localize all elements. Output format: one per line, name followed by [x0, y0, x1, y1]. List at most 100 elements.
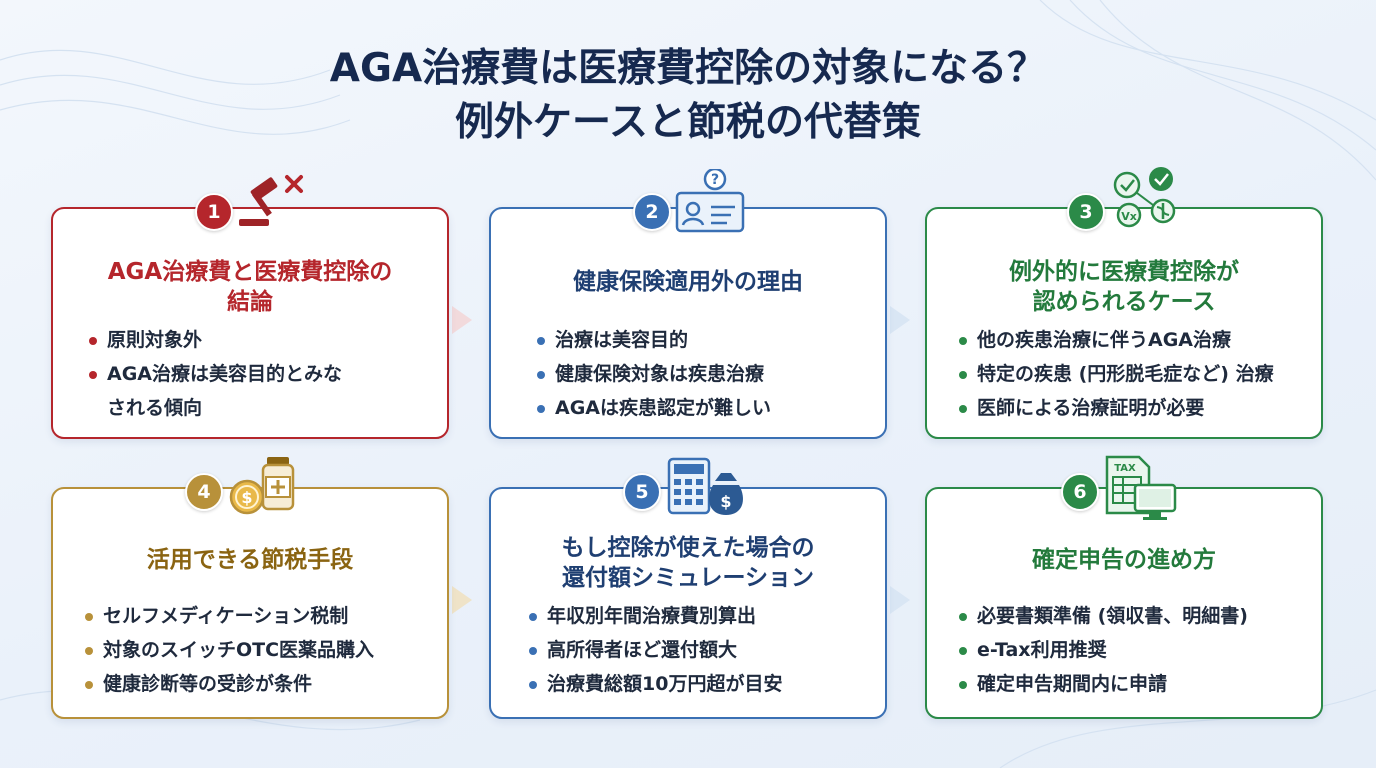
- bullet-dot: [959, 681, 967, 689]
- bullet-dot: [529, 613, 537, 621]
- bullet-list: 原則対象外 AGA治療は美容目的とみな される傾向: [85, 323, 342, 425]
- bullet-text: 他の疾患治療に伴うAGA治療: [977, 329, 1232, 351]
- bullet-dot: [959, 337, 967, 345]
- bullet-dot: [537, 337, 545, 345]
- flow-arrow-1-2: [452, 306, 472, 334]
- bullet-text: 原則対象外: [107, 329, 203, 351]
- bullet-dot: [529, 681, 537, 689]
- card-tax-return-steps: 6 TAX 確定申告の進め方 必要書類準備 (領収書、明細書) e-Tax利用推…: [925, 455, 1323, 719]
- list-item: AGAは疾患認定が難しい: [533, 391, 771, 425]
- bullet-dot: [959, 647, 967, 655]
- dollar-sign: $: [720, 492, 731, 511]
- bullet-dot: [529, 647, 537, 655]
- list-item: 特定の疾患 (円形脱毛症など) 治療: [955, 357, 1274, 391]
- bullet-dot: [89, 337, 97, 345]
- list-item: 原則対象外: [85, 323, 342, 357]
- bullet-dot: [89, 371, 97, 379]
- bullet-text: AGA治療は美容目的とみな: [107, 363, 343, 385]
- bullet-text: 年収別年間治療費別算出: [547, 605, 757, 627]
- card-title: 例外的に医療費控除が 認められるケース: [927, 257, 1321, 317]
- bullet-list: 必要書類準備 (領収書、明細書) e-Tax利用推奨 確定申告期間内に申請: [955, 599, 1248, 701]
- bullet-list: 年収別年間治療費別算出 高所得者ほど還付額大 治療費総額10万円超が目安: [525, 599, 782, 701]
- list-item: される傾向: [85, 391, 342, 425]
- gavel-cross-icon: [239, 175, 303, 226]
- step-number-badge: 1: [195, 193, 233, 231]
- step-number-badge: 5: [623, 473, 661, 511]
- card-tax-saving-means: 4 $ 活用できる節税手段 セルフメディケーション税制 対象のスイッチOTC医薬…: [51, 457, 449, 719]
- card-insurance-reason: 2 ? 健康保険適用外の理由 治療は美容目的 健康保険対象は疾患治療 AGAは疾…: [489, 169, 887, 439]
- bullet-text: 治療は美容目的: [555, 329, 689, 351]
- list-item: 医師による治療証明が必要: [955, 391, 1274, 425]
- list-item: 治療は美容目的: [533, 323, 771, 357]
- tax-document-computer-icon: TAX: [1105, 455, 1177, 520]
- bullet-text: 健康保険対象は疾患治療: [555, 363, 765, 385]
- card-title-line: 確定申告の進め方: [1032, 547, 1216, 573]
- list-item: セルフメディケーション税制: [81, 599, 374, 633]
- card-title: AGA治療費と医療費控除の 結論: [53, 257, 447, 317]
- title-line-1: AGA治療費は医療費控除の対象になる？: [329, 46, 1047, 91]
- bullet-text: 治療費総額10万円超が目安: [547, 673, 783, 695]
- bullet-text: セルフメディケーション税制: [103, 605, 349, 627]
- vx-label: Vx: [1121, 210, 1137, 223]
- card-title-line: 認められるケース: [1032, 289, 1216, 315]
- step-number-badge: 6: [1061, 473, 1099, 511]
- title-line-2: 例外ケースと節税の代替策: [454, 100, 922, 145]
- list-item: 対象のスイッチOTC医薬品購入: [81, 633, 374, 667]
- flow-arrow-5-6: [890, 586, 910, 614]
- step-number-badge: 3: [1067, 193, 1105, 231]
- card-title-line: 還付額シミュレーション: [561, 565, 815, 591]
- calculator-moneybag-icon: $: [667, 457, 743, 515]
- coin-medicine-icon: $: [229, 457, 295, 515]
- list-item: 高所得者ほど還付額大: [525, 633, 782, 667]
- list-item: 他の疾患治療に伴うAGA治療: [955, 323, 1274, 357]
- step-number-badge: 4: [185, 473, 223, 511]
- list-item: 確定申告期間内に申請: [955, 667, 1248, 701]
- bullet-list: セルフメディケーション税制 対象のスイッチOTC医薬品購入 健康診断等の受診が条…: [81, 599, 374, 701]
- bullet-text: AGAは疾患認定が難しい: [555, 397, 772, 419]
- flow-arrow-2-3: [890, 306, 910, 334]
- card-title: 健康保険適用外の理由: [491, 267, 885, 297]
- id-card-question-icon: ?: [675, 169, 745, 233]
- card-title-line: AGA治療費と医療費控除の: [107, 259, 393, 285]
- card-title: もし控除が使えた場合の 還付額シミュレーション: [491, 533, 885, 593]
- bullet-text: 高所得者ほど還付額大: [547, 639, 738, 661]
- card-title-line: 活用できる節税手段: [146, 547, 354, 573]
- bullet-text: 特定の疾患 (円形脱毛症など) 治療: [977, 363, 1274, 385]
- flow-arrow-4-5: [452, 586, 472, 614]
- bullet-dot: [537, 405, 545, 413]
- bullet-text: 健康診断等の受診が条件: [103, 673, 313, 695]
- bullet-text: 医師による治療証明が必要: [977, 397, 1205, 419]
- bullet-dot: [959, 613, 967, 621]
- list-item: 治療費総額10万円超が目安: [525, 667, 782, 701]
- list-item: AGA治療は美容目的とみな: [85, 357, 342, 391]
- card-title: 活用できる節税手段: [53, 545, 447, 575]
- bullet-dot: [959, 371, 967, 379]
- bullet-text: 対象のスイッチOTC医薬品購入: [103, 639, 375, 661]
- medical-check-icon: Vx: [1113, 167, 1176, 228]
- bullet-text: 必要書類準備 (領収書、明細書): [977, 605, 1248, 627]
- bullet-text: 確定申告期間内に申請: [977, 673, 1168, 695]
- card-title-line: 例外的に医療費控除が: [1009, 259, 1239, 285]
- card-title-line: 結論: [227, 289, 273, 315]
- list-item: 年収別年間治療費別算出: [525, 599, 782, 633]
- card-conclusion: 1 AGA治療費と医療費控除の 結論 原則対象外 AGA治療は美容目的とみな さ…: [51, 175, 449, 439]
- page-title: AGA治療費は医療費控除の対象になる？ 例外ケースと節税の代替策: [0, 42, 1376, 150]
- bullet-dot: [85, 647, 93, 655]
- bullet-text: e-Tax利用推奨: [977, 639, 1107, 661]
- bullet-list: 他の疾患治療に伴うAGA治療 特定の疾患 (円形脱毛症など) 治療 医師による治…: [955, 323, 1274, 425]
- card-title-line: もし控除が使えた場合の: [561, 535, 815, 561]
- bullet-dot: [959, 405, 967, 413]
- question-mark: ?: [711, 172, 719, 188]
- card-exception-cases: 3 Vx 例外的に医療費控除が 認められるケース 他の疾患治療に伴うAGA治療 …: [925, 167, 1323, 439]
- list-item: 必要書類準備 (領収書、明細書): [955, 599, 1248, 633]
- bullet-dot: [85, 613, 93, 621]
- bullet-text-continued: される傾向: [107, 397, 203, 419]
- dollar-sign: $: [241, 488, 252, 507]
- card-title: 確定申告の進め方: [927, 545, 1321, 575]
- bullet-dot: [85, 681, 93, 689]
- bullet-list: 治療は美容目的 健康保険対象は疾患治療 AGAは疾患認定が難しい: [533, 323, 771, 425]
- list-item: e-Tax利用推奨: [955, 633, 1248, 667]
- step-number-badge: 2: [633, 193, 671, 231]
- card-title-line: 健康保険適用外の理由: [573, 269, 803, 295]
- list-item: 健康保険対象は疾患治療: [533, 357, 771, 391]
